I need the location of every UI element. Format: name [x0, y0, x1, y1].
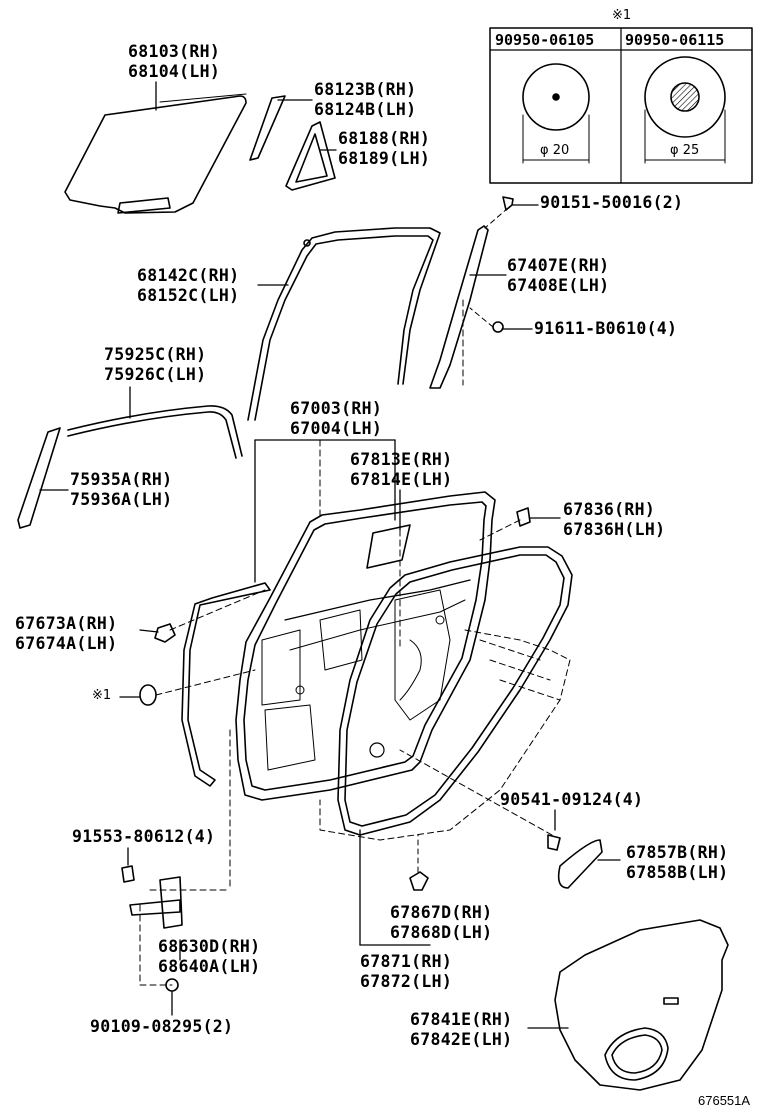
label-division-bar-lh: 67408E(LH): [507, 276, 610, 295]
label-door-panel-rh: 67003(RH): [290, 399, 383, 418]
division-bar: [429, 225, 489, 389]
label-division-bar-rh: 67407E(RH): [507, 256, 610, 275]
label-quarter-glass-lh: 68124B(LH): [314, 100, 417, 119]
door-glass: [64, 95, 247, 214]
label-quarter-weatherstrip-rh: 68188(RH): [338, 129, 431, 148]
roof-molding: [67, 405, 243, 459]
label-roof-molding-rh: 75925C(RH): [104, 345, 207, 364]
label-trim-board-rh: 67841E(RH): [410, 1010, 513, 1029]
label-trim-board-lh: 67842E(LH): [410, 1030, 513, 1049]
run-channel: [247, 227, 441, 421]
quarter-weatherstrip: [285, 121, 336, 191]
service-hole-cover: [366, 524, 411, 569]
door-outer-panel: [181, 582, 271, 787]
detail-box-right-dim: φ 25: [670, 143, 700, 158]
label-clip-836-rh: 67836(RH): [563, 500, 656, 519]
label-plug-ref: ※1: [92, 688, 112, 703]
plug-large-icon: [644, 56, 726, 138]
detail-box-left-part: 90950-06105: [495, 31, 595, 49]
label-cover-857-lh: 67858B(LH): [626, 863, 729, 882]
label-check-assy-lh: 68640A(LH): [158, 957, 261, 976]
label-belt-moulding-rh: 67673A(RH): [15, 614, 118, 633]
label-screw-bottom: 90109-08295(2): [90, 1017, 234, 1036]
label-roof-molding-lh: 75926C(LH): [104, 365, 207, 384]
label-run-channel-rh: 68142C(RH): [137, 266, 240, 285]
label-glass-lh: 68104(LH): [128, 62, 221, 81]
pillar-garnish: [17, 427, 61, 529]
label-pillar-garnish-lh: 75936A(LH): [70, 490, 173, 509]
label-clip-867-lh: 67868D(LH): [390, 923, 493, 942]
screw-icon: [502, 196, 514, 211]
clip-bolt-icon: [547, 834, 561, 851]
plug-icon: [139, 684, 157, 706]
label-screw-top: 90151-50016(2): [540, 193, 684, 212]
belt-moulding-clip: [154, 623, 176, 643]
label-run-channel-lh: 68152C(LH): [137, 286, 240, 305]
label-clip-867-rh: 67867D(RH): [390, 903, 493, 922]
label-service-hole-cover-lh: 67814E(LH): [350, 470, 453, 489]
diagram-reference-code: 676551A: [698, 1093, 751, 1108]
label-belt-moulding-lh: 67674A(LH): [15, 634, 118, 653]
label-door-panel-lh: 67004(LH): [290, 419, 383, 438]
label-clip-836-lh: 67836H(LH): [563, 520, 666, 539]
trim-board: [554, 919, 729, 1091]
label-bolt-division: 91611-B0610(4): [534, 319, 678, 338]
detail-box-marker: ※1: [612, 8, 632, 23]
bolt-icon: [492, 321, 504, 333]
small-clip-icon: [409, 871, 429, 891]
label-quarter-weatherstrip-lh: 68189(LH): [338, 149, 431, 168]
label-weatherstrip-rh: 67871(RH): [360, 952, 453, 971]
detail-box-right-part: 90950-06115: [625, 31, 725, 49]
clip-icon: [516, 507, 531, 527]
label-quarter-glass-rh: 68123B(RH): [314, 80, 417, 99]
label-pillar-garnish-rh: 75935A(RH): [70, 470, 173, 489]
detail-box-left-dim: φ 20: [540, 143, 570, 158]
plug-small-icon: [522, 63, 590, 131]
cover-icon: [557, 839, 603, 889]
label-clip-bolt: 90541-09124(4): [500, 790, 644, 809]
label-service-hole-cover-rh: 67813E(RH): [350, 450, 453, 469]
label-bolt-nut: 91553-80612(4): [72, 827, 216, 846]
door-weatherstrip: [337, 546, 573, 836]
label-glass-rh: 68103(RH): [128, 42, 221, 61]
detail-box: [489, 27, 753, 184]
label-weatherstrip-lh: 67872(LH): [360, 972, 453, 991]
label-check-assy-rh: 68630D(RH): [158, 937, 261, 956]
door-check-icon: [121, 865, 183, 992]
door-panel: [235, 491, 496, 801]
quarter-glass: [249, 95, 286, 161]
label-cover-857-rh: 67857B(RH): [626, 843, 729, 862]
